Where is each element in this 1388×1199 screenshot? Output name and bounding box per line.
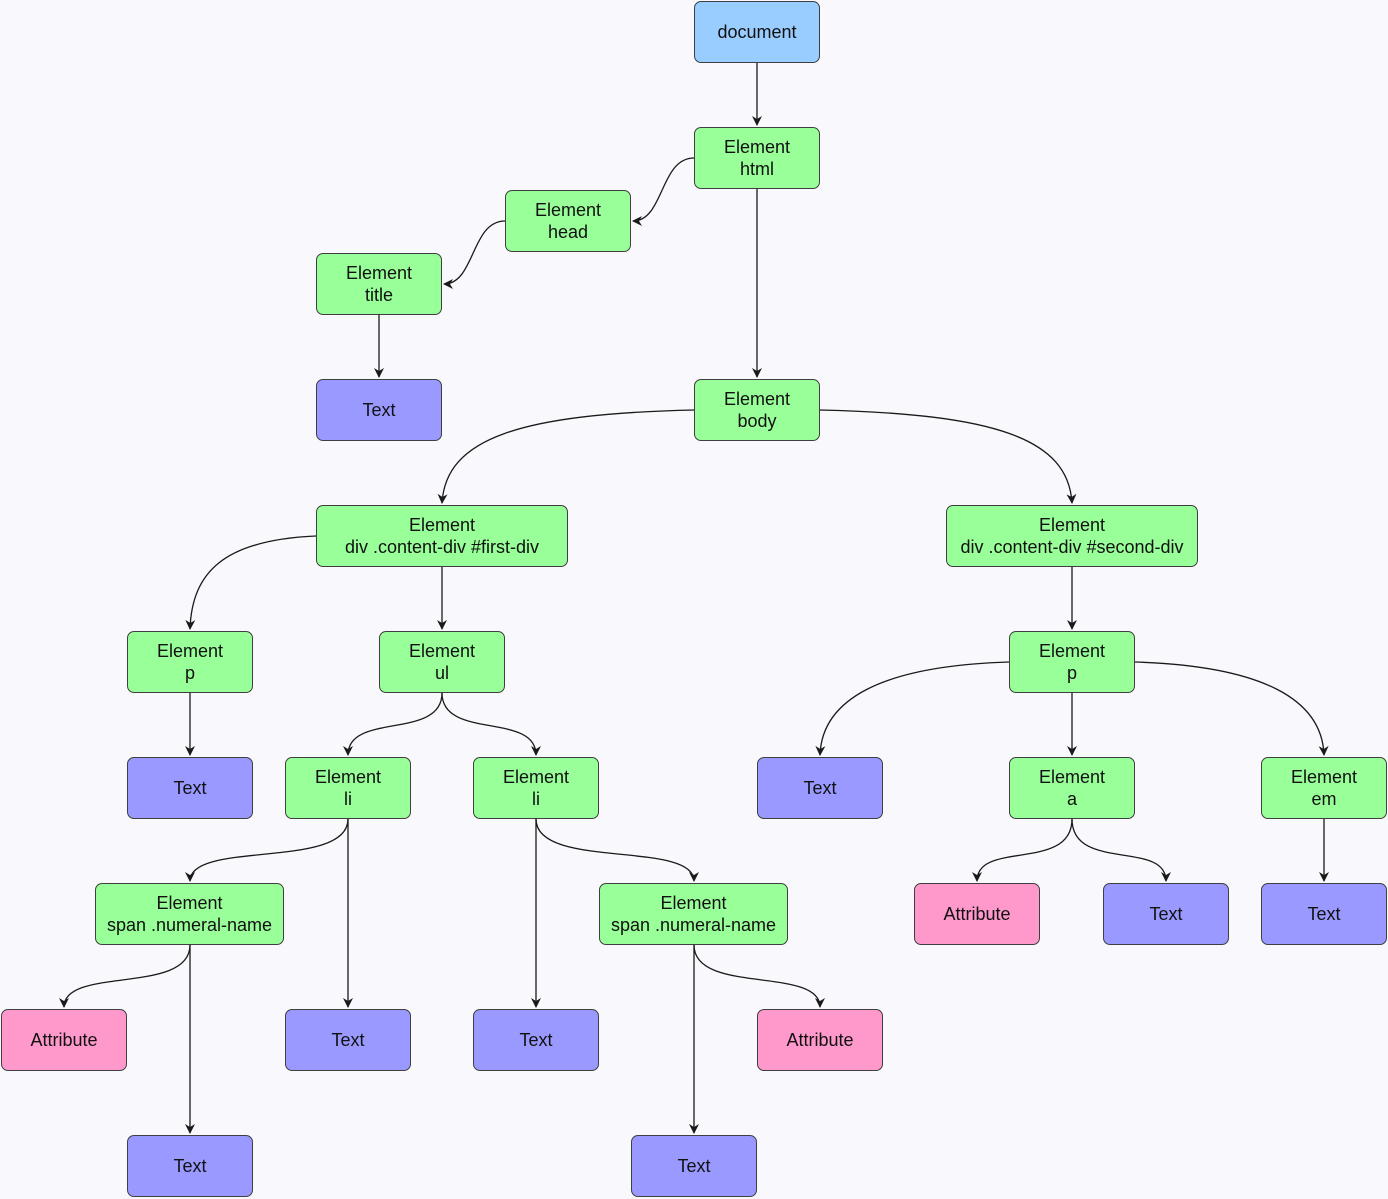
node-label: Text	[677, 1156, 711, 1176]
node-element-head[interactable]: Element head	[505, 190, 631, 252]
node-label: Text	[1307, 904, 1341, 924]
edge-ul-li-second	[441, 692, 541, 756]
node-label: Text	[519, 1030, 553, 1050]
edge-p-second-text	[815, 661, 1010, 756]
node-label: Attribute	[786, 1030, 854, 1050]
node-element-span-first[interactable]: Element span .numeral-name	[95, 883, 284, 945]
node-text-p-second[interactable]: Text	[757, 757, 883, 819]
edge-li-first-span	[185, 818, 349, 882]
node-text-em[interactable]: Text	[1261, 883, 1387, 945]
node-label: Text	[1149, 904, 1183, 924]
edge-span-second-attribute	[693, 944, 825, 1008]
node-sublabel: a	[1066, 789, 1077, 809]
node-text-a[interactable]: Text	[1103, 883, 1229, 945]
node-element-div-first[interactable]: Element div .content-div #first-div	[316, 505, 568, 567]
node-element-div-second[interactable]: Element div .content-div #second-div	[946, 505, 1198, 567]
node-label: Text	[331, 1030, 365, 1050]
node-label: Text	[803, 778, 837, 798]
node-element-p-second[interactable]: Element p	[1009, 631, 1135, 693]
node-document[interactable]: document	[694, 1, 820, 63]
node-label: Attribute	[943, 904, 1011, 924]
edge-html-head	[632, 157, 695, 226]
node-label: Element	[502, 767, 570, 787]
node-attribute-span-second[interactable]: Attribute	[757, 1009, 883, 1071]
node-label: Element	[1038, 767, 1106, 787]
edge-p-second-em	[1134, 661, 1329, 756]
edge-a-text	[1071, 818, 1171, 882]
edge-div-first-p	[185, 535, 317, 630]
node-element-html[interactable]: Element html	[694, 127, 820, 189]
node-label: Element	[1038, 641, 1106, 661]
node-element-title[interactable]: Element title	[316, 253, 442, 315]
node-sublabel: body	[737, 411, 777, 431]
node-text-title[interactable]: Text	[316, 379, 442, 441]
node-element-body[interactable]: Element body	[694, 379, 820, 441]
edge-body-div-second	[819, 409, 1077, 504]
edge-span-first-attribute	[59, 944, 191, 1008]
node-element-span-second[interactable]: Element span .numeral-name	[599, 883, 788, 945]
node-label: Element	[723, 389, 791, 409]
edge-head-title	[443, 220, 506, 289]
node-label: Text	[362, 400, 396, 420]
node-element-em[interactable]: Element em	[1261, 757, 1387, 819]
node-sublabel: li	[532, 789, 540, 809]
node-label: Element	[345, 263, 413, 283]
node-text-li-first[interactable]: Text	[285, 1009, 411, 1071]
node-label: Element	[1290, 767, 1358, 787]
node-label: Element	[408, 515, 476, 535]
node-sublabel: div .content-div #second-div	[960, 537, 1184, 557]
node-label: Element	[314, 767, 382, 787]
node-label: Text	[173, 1156, 207, 1176]
edge-ul-li-first	[343, 692, 443, 756]
node-sublabel: span .numeral-name	[610, 915, 777, 935]
node-label: Text	[173, 778, 207, 798]
node-text-span-first[interactable]: Text	[127, 1135, 253, 1197]
node-element-ul[interactable]: Element ul	[379, 631, 505, 693]
node-label: Element	[1038, 515, 1106, 535]
node-sublabel: p	[1066, 663, 1077, 683]
node-sublabel: em	[1311, 789, 1337, 809]
node-label: Element	[408, 641, 476, 661]
node-sublabel: p	[184, 663, 195, 683]
node-text-li-second[interactable]: Text	[473, 1009, 599, 1071]
node-label: Element	[660, 893, 727, 913]
edge-a-attribute	[972, 818, 1073, 882]
node-label: Element	[156, 893, 223, 913]
node-sublabel: html	[739, 159, 774, 179]
node-label: Attribute	[30, 1030, 98, 1050]
node-sublabel: li	[344, 789, 352, 809]
node-label: Element	[534, 200, 602, 220]
edge-li-second-span	[535, 818, 699, 882]
node-sublabel: div .content-div #first-div	[344, 537, 540, 557]
node-label: Element	[156, 641, 224, 661]
node-sublabel: span .numeral-name	[106, 915, 273, 935]
node-text-p-first[interactable]: Text	[127, 757, 253, 819]
node-element-p-first[interactable]: Element p	[127, 631, 253, 693]
node-element-li-second[interactable]: Element li	[473, 757, 599, 819]
node-sublabel: ul	[434, 663, 449, 683]
node-label: document	[717, 22, 797, 42]
node-sublabel: head	[547, 222, 589, 242]
node-attribute-span-first[interactable]: Attribute	[1, 1009, 127, 1071]
node-text-span-second[interactable]: Text	[631, 1135, 757, 1197]
edge-body-div-first	[437, 409, 695, 504]
node-label: Element	[723, 137, 791, 157]
node-attribute-a[interactable]: Attribute	[914, 883, 1040, 945]
node-element-a[interactable]: Element a	[1009, 757, 1135, 819]
node-sublabel: title	[364, 285, 393, 305]
node-element-li-first[interactable]: Element li	[285, 757, 411, 819]
